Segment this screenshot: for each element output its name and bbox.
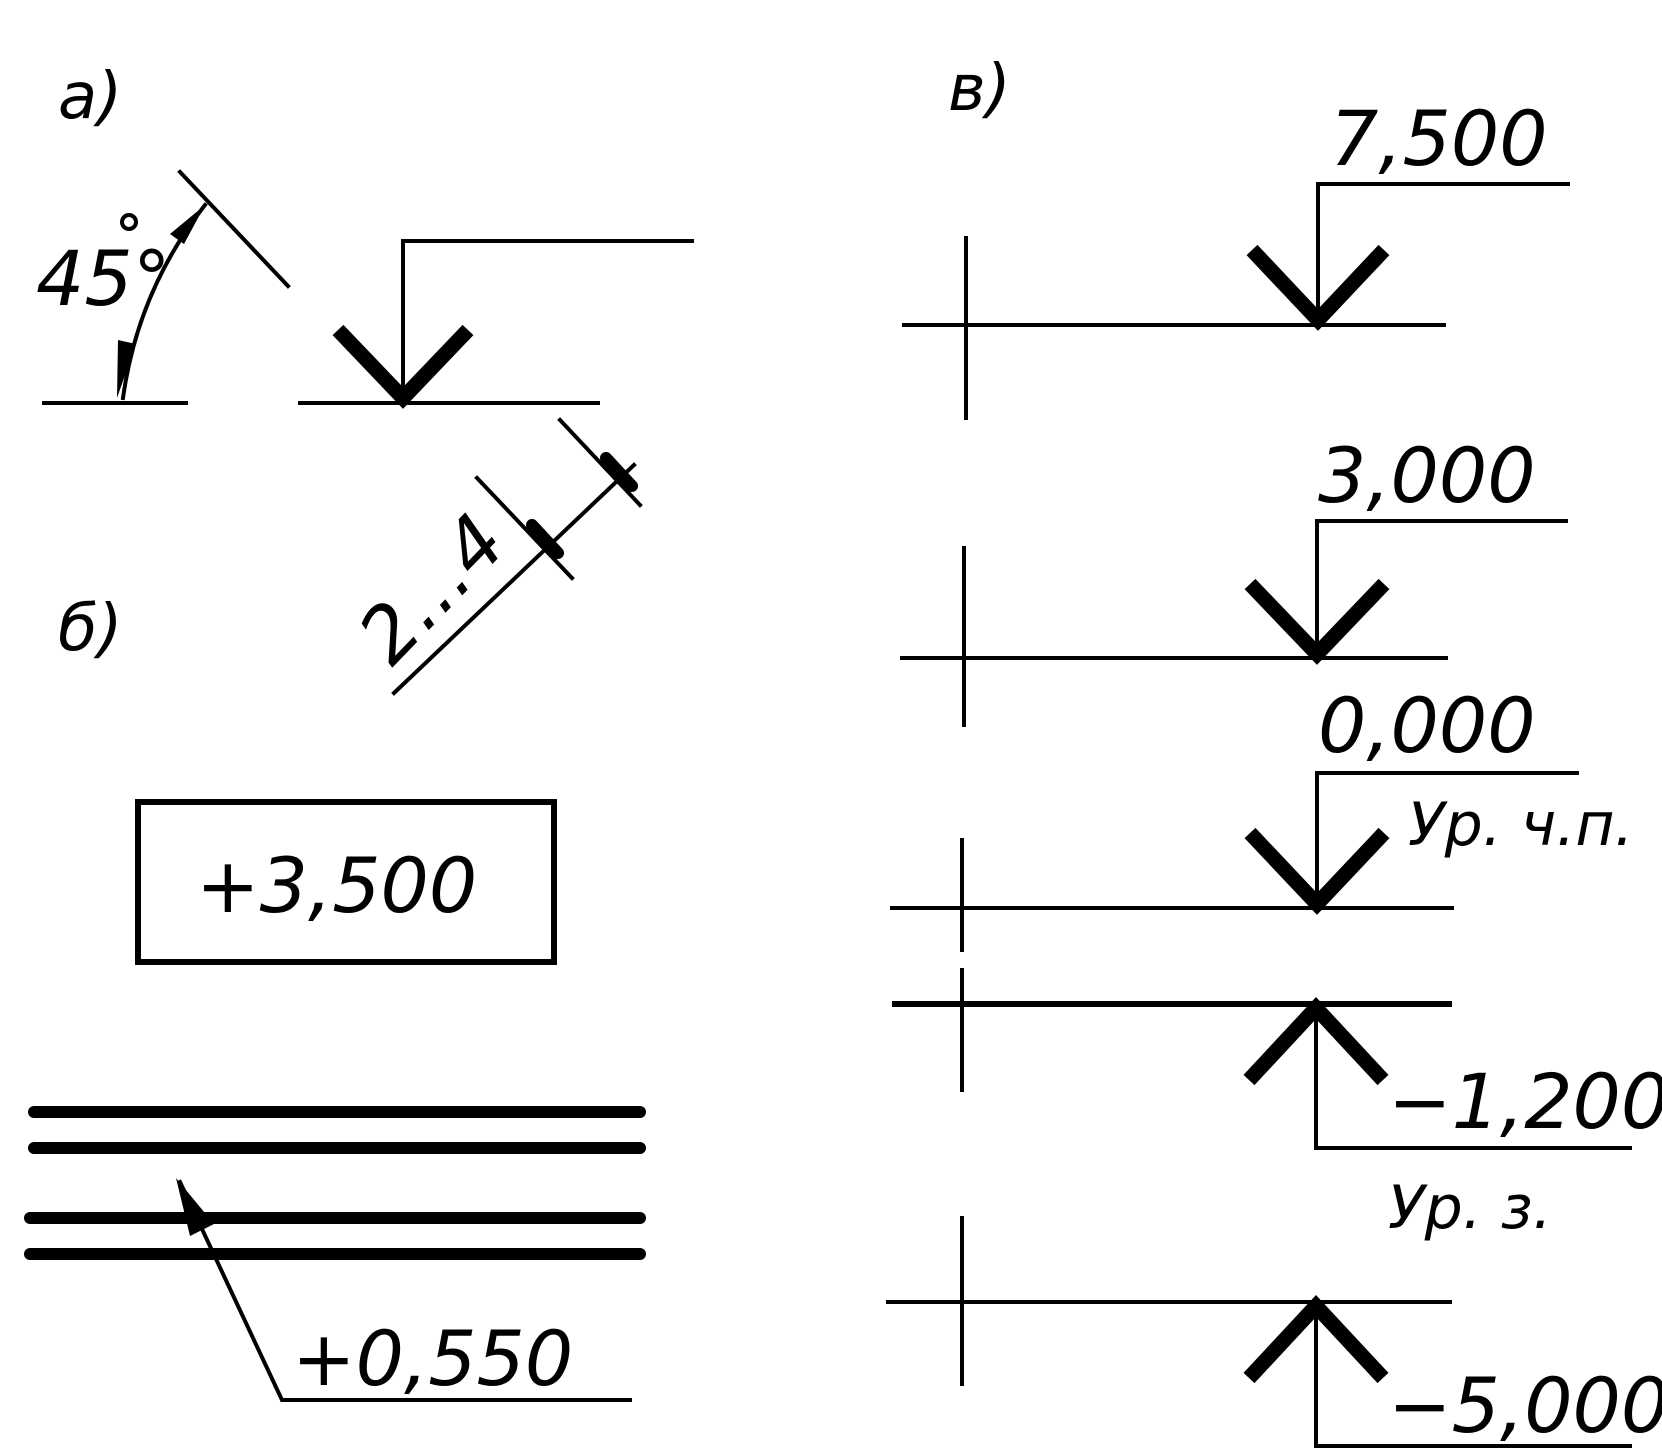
construction-45-line [177, 169, 291, 289]
section-mark-value: +0,550 [292, 1314, 573, 1403]
leader-shelf [1314, 1304, 1632, 1448]
angle-arrow-down [117, 340, 136, 398]
section-a-construction: а) 45° 2...4 [36, 60, 694, 696]
leader-shelf [1315, 519, 1568, 656]
mark-minus-1200: −1,200 Ур. з. [892, 968, 1662, 1243]
mark-minus-5000: −5,000 [886, 1216, 1662, 1450]
leader-shelf [1315, 771, 1579, 906]
mark-value: −1,200 [1388, 1057, 1662, 1146]
leader-shelf [1316, 182, 1570, 322]
arrow-symbol [1243, 996, 1389, 1086]
plan-mark-value: +3,500 [196, 841, 477, 930]
mark-arrow-symbol [332, 324, 474, 409]
mark-7500: 7,500 [902, 94, 1570, 420]
extension-tick-2 [557, 417, 643, 508]
extension-serif-1 [526, 519, 564, 559]
section-b-label: б) [58, 592, 122, 666]
extension-serif-2 [600, 452, 638, 492]
mark-value: 7,500 [1330, 94, 1548, 183]
section-b-marks: б) +3,500 +0,550 [24, 592, 646, 1403]
arrow-symbol [1243, 1294, 1389, 1384]
mark-3000: 3,000 [900, 431, 1568, 727]
mark-value: 3,000 [1318, 431, 1536, 520]
section-mark-arrow [176, 1178, 214, 1236]
extension-label: 2...4 [341, 497, 523, 681]
extension-tick-1 [474, 475, 575, 581]
level-clean-floor-note: Ур. ч.п. [1408, 790, 1634, 860]
degree-mark [120, 213, 138, 231]
section-mark-leader [177, 1179, 632, 1402]
mark-value: −5,000 [1388, 1361, 1662, 1450]
mark-value: 0,000 [1318, 681, 1536, 770]
mark-leader-shelf [401, 239, 694, 405]
level-ground-note: Ур. з. [1388, 1173, 1552, 1243]
arrow-symbol [1244, 827, 1390, 915]
mark-0000: 0,000 Ур. ч.п. [890, 681, 1634, 952]
arrow-symbol [1244, 578, 1390, 665]
section-v-marks: в) 7,500 3,000 0,000 Ур. ч.п. [886, 52, 1662, 1450]
arrow-symbol [1246, 244, 1390, 331]
section-v-label: в) [948, 52, 1011, 126]
angle-label: 45° [36, 234, 171, 323]
angle-arrow-up [170, 205, 205, 244]
plan-mark-frame [135, 799, 557, 965]
extension-dim-line [391, 462, 637, 696]
leader-shelf [1314, 1006, 1632, 1150]
section-a-label: а) [58, 60, 122, 134]
